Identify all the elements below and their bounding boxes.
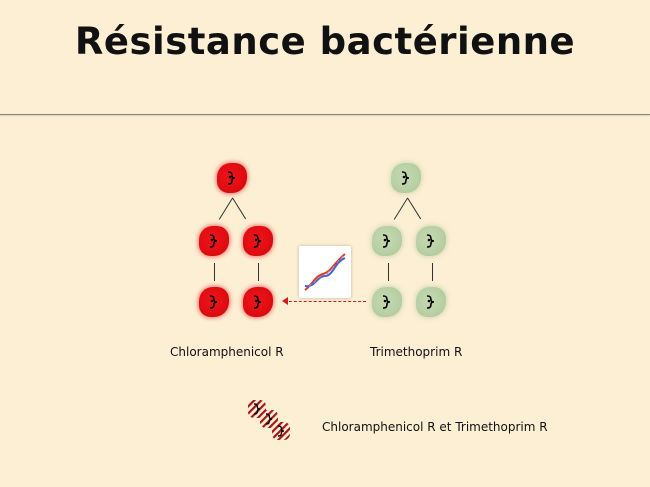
branch-line — [432, 263, 433, 281]
green-bacterium-icon — [416, 287, 446, 317]
branch-line — [214, 263, 215, 281]
red-bacterium-icon — [199, 287, 229, 317]
red-bacterium-root-icon — [217, 163, 247, 193]
red-bacterium-recipient-icon — [243, 287, 273, 317]
slide-title: Résistance bactérienne — [74, 20, 576, 63]
branch-line — [407, 197, 422, 220]
red-bacterium-icon — [199, 226, 229, 256]
title-divider — [0, 114, 650, 115]
green-bacterium-donor-icon — [372, 287, 402, 317]
branch-line — [258, 263, 259, 281]
right-lineage-label: Trimethoprim R — [370, 345, 463, 359]
branch-line — [393, 198, 408, 220]
hybrid-bacteria-icon — [248, 398, 294, 444]
green-bacterium-icon — [372, 226, 402, 256]
left-lineage-label: Chloramphenicol R — [170, 345, 284, 359]
arrow-head-icon — [282, 297, 288, 305]
dna-helix-icon — [299, 246, 351, 298]
branch-line — [388, 263, 389, 281]
hybrid-label: Chloramphenicol R et Trimethoprim R — [322, 420, 548, 434]
red-bacterium-icon — [243, 226, 273, 256]
green-bacterium-icon — [416, 226, 446, 256]
branch-line — [218, 198, 233, 220]
dashed-arrow-left-icon — [284, 301, 366, 302]
green-bacterium-root-icon — [391, 163, 421, 193]
branch-line — [232, 197, 247, 220]
